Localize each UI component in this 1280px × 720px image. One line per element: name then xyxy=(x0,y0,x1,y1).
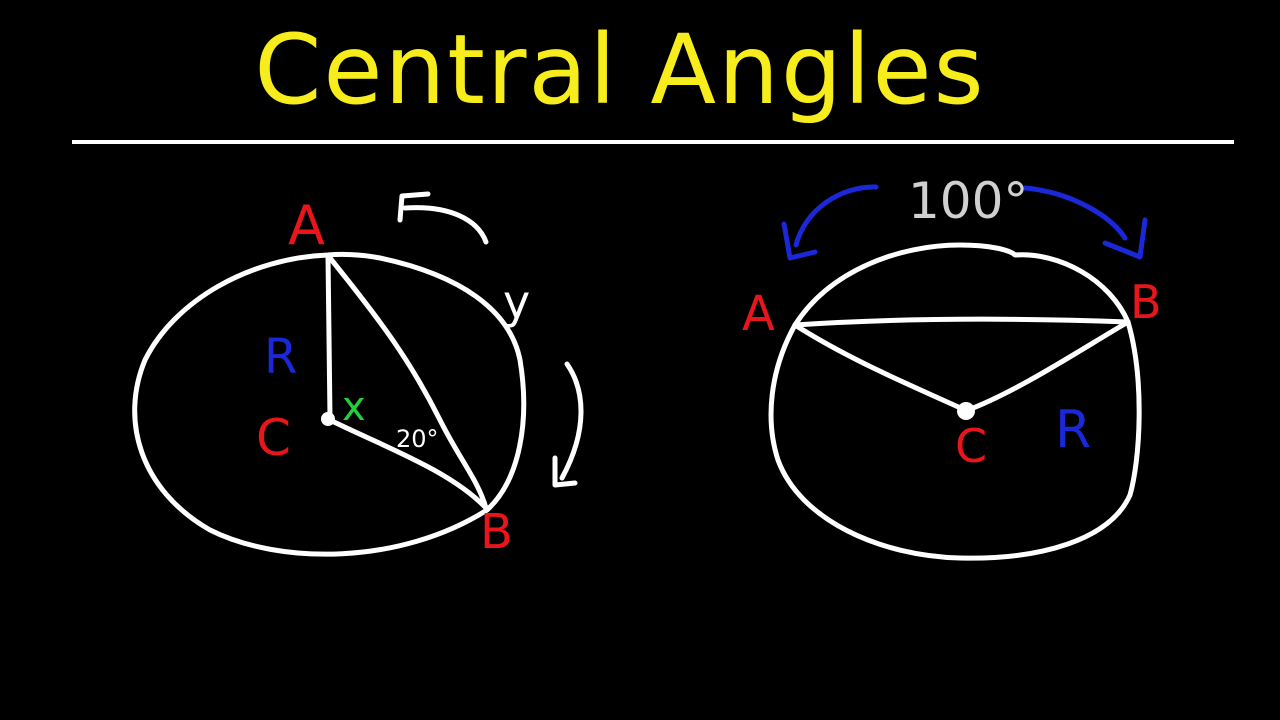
right-arc-arrow-right-head xyxy=(1102,217,1148,260)
right-center-label: C xyxy=(955,419,987,473)
left-chord-ab xyxy=(327,255,489,511)
left-arc-arrow-top xyxy=(402,205,489,245)
left-arc-label: y xyxy=(503,275,530,329)
left-diagram xyxy=(132,191,584,557)
left-arc-arrow-bottom xyxy=(559,361,584,481)
left-radius-label: R xyxy=(264,329,297,385)
right-radius-cb xyxy=(965,319,1131,413)
right-radius-label: R xyxy=(1055,400,1091,460)
left-circle xyxy=(132,251,527,557)
right-point-b-label: B xyxy=(1130,275,1162,329)
right-arc-arrow-left-head xyxy=(781,221,818,261)
left-base-angle-label: 20° xyxy=(396,425,439,453)
left-point-a-label: A xyxy=(288,194,325,257)
title-divider xyxy=(72,140,1234,144)
left-center-point xyxy=(321,412,335,426)
right-arc-arrow-right xyxy=(1022,185,1128,241)
page-title: Central Angles xyxy=(254,14,986,126)
right-chord-ab xyxy=(792,316,1131,328)
left-arc-arrow-bottom-head xyxy=(552,455,578,488)
left-radius-cb xyxy=(327,417,489,511)
right-diagram xyxy=(768,242,1142,561)
left-central-angle-label: x xyxy=(342,384,366,430)
left-point-b-label: B xyxy=(480,504,513,560)
left-center-label: C xyxy=(256,409,291,467)
left-arc-arrow-top-head xyxy=(397,191,431,223)
right-arc-measure-label: 100° xyxy=(908,172,1028,230)
right-arc-arrows xyxy=(781,184,1148,261)
right-circle xyxy=(768,242,1142,561)
right-radius-ca xyxy=(792,322,968,413)
right-center-point xyxy=(957,402,975,420)
right-point-a-label: A xyxy=(742,286,775,342)
right-arc-arrow-left xyxy=(793,184,879,248)
left-radius-ca xyxy=(325,253,333,421)
